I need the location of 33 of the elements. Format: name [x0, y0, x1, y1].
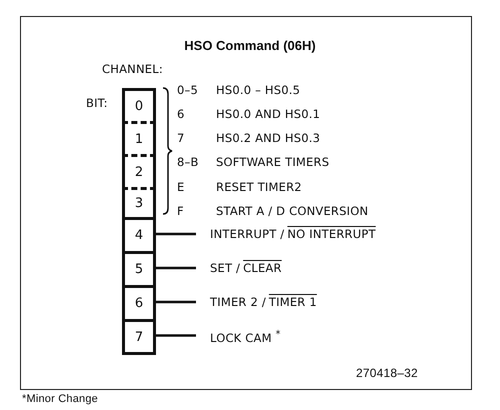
- connector-line: [156, 334, 196, 337]
- bit-description: INTERRUPT / NO INTERRUPT: [210, 227, 376, 241]
- channel-code: 0–5: [177, 83, 198, 97]
- field-label: BIT:: [86, 96, 108, 110]
- diagram-title: HSO Command (06H): [183, 38, 317, 53]
- channel-code: 6: [177, 107, 185, 121]
- figure-number: 270418–32: [356, 366, 418, 380]
- channel-description: SOFTWARE TIMERS: [216, 155, 330, 169]
- bit-cell: 5: [122, 251, 156, 285]
- channel-description: HS0.0 – HS0.5: [216, 83, 300, 97]
- footnote: *Minor Change: [22, 392, 98, 406]
- channel-code: 7: [177, 131, 185, 145]
- channel-description: START A / D CONVERSION: [216, 204, 368, 218]
- bit-cell: 4: [122, 217, 156, 251]
- channel-description: HS0.2 AND HS0.3: [216, 131, 320, 145]
- bit-description: SET / CLEAR: [210, 261, 282, 275]
- channel-description: HS0.0 AND HS0.1: [216, 107, 320, 121]
- connector-line: [156, 266, 196, 270]
- connector-line: [156, 300, 196, 304]
- channel-code: F: [177, 204, 184, 218]
- bit-description: LOCK CAM $^{*}$: [210, 328, 281, 346]
- bit-description: TIMER 2 / TIMER 1: [210, 295, 317, 309]
- channel-code: 8–B: [177, 155, 199, 169]
- bit-cell: 6: [122, 285, 156, 319]
- bit-cell: 0: [122, 88, 156, 121]
- connector-line: [156, 232, 196, 236]
- channel-description: RESET TIMER2: [216, 180, 302, 194]
- bit-cell: 2: [122, 154, 156, 187]
- bit-cell: 3: [122, 187, 156, 220]
- bit-cell: 1: [122, 121, 156, 154]
- bit-cell: 7: [122, 319, 156, 355]
- field-label: CHANNEL:: [102, 62, 163, 76]
- channel-code: E: [177, 180, 184, 194]
